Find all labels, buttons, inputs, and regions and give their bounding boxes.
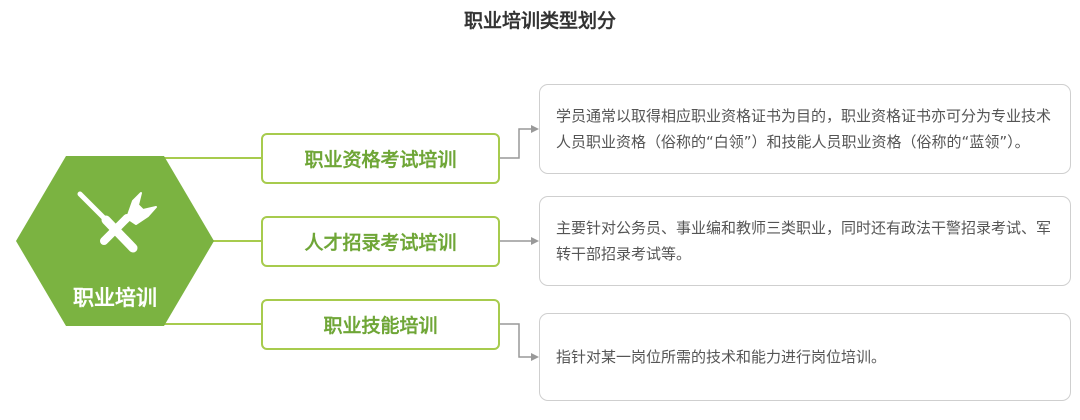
description-text-3: 指针对某一岗位所需的技术和能力进行岗位培训。 xyxy=(556,348,887,366)
description-text-2: 主要针对公务员、事业编和教师三类职业，同时还有政法干警招录考试、军转干部招录考试… xyxy=(556,219,1052,263)
diagram-title: 职业培训类型划分 xyxy=(463,10,616,32)
detail-arrow-1 xyxy=(531,125,539,133)
category-talent-recruitment: 人才招录考试培训 xyxy=(261,216,500,267)
description-talent-recruitment: 主要针对公务员、事业编和教师三类职业，同时还有政法干警招录考试、军转干部招录考试… xyxy=(539,196,1071,286)
hub-hexagon xyxy=(16,156,214,326)
detail-arrow-3 xyxy=(531,353,539,361)
wrench-screwdriver-icon xyxy=(77,191,157,253)
description-text-1: 学员通常以取得相应职业资格证书为目的，职业资格证书亦可分为专业技术人员职业资格（… xyxy=(556,107,1052,151)
hub-label: 职业培训 xyxy=(73,286,157,310)
detail-arrow-2 xyxy=(531,237,539,245)
description-exam-qualification: 学员通常以取得相应职业资格证书为目的，职业资格证书亦可分为专业技术人员职业资格（… xyxy=(539,84,1071,174)
category-vocational-skills: 职业技能培训 xyxy=(261,299,500,350)
detail-connector-3 xyxy=(500,323,531,358)
description-vocational-skills: 指针对某一岗位所需的技术和能力进行岗位培训。 xyxy=(539,313,1071,401)
category-exam-qualification: 职业资格考试培训 xyxy=(261,133,500,184)
detail-connector-1 xyxy=(500,128,531,159)
